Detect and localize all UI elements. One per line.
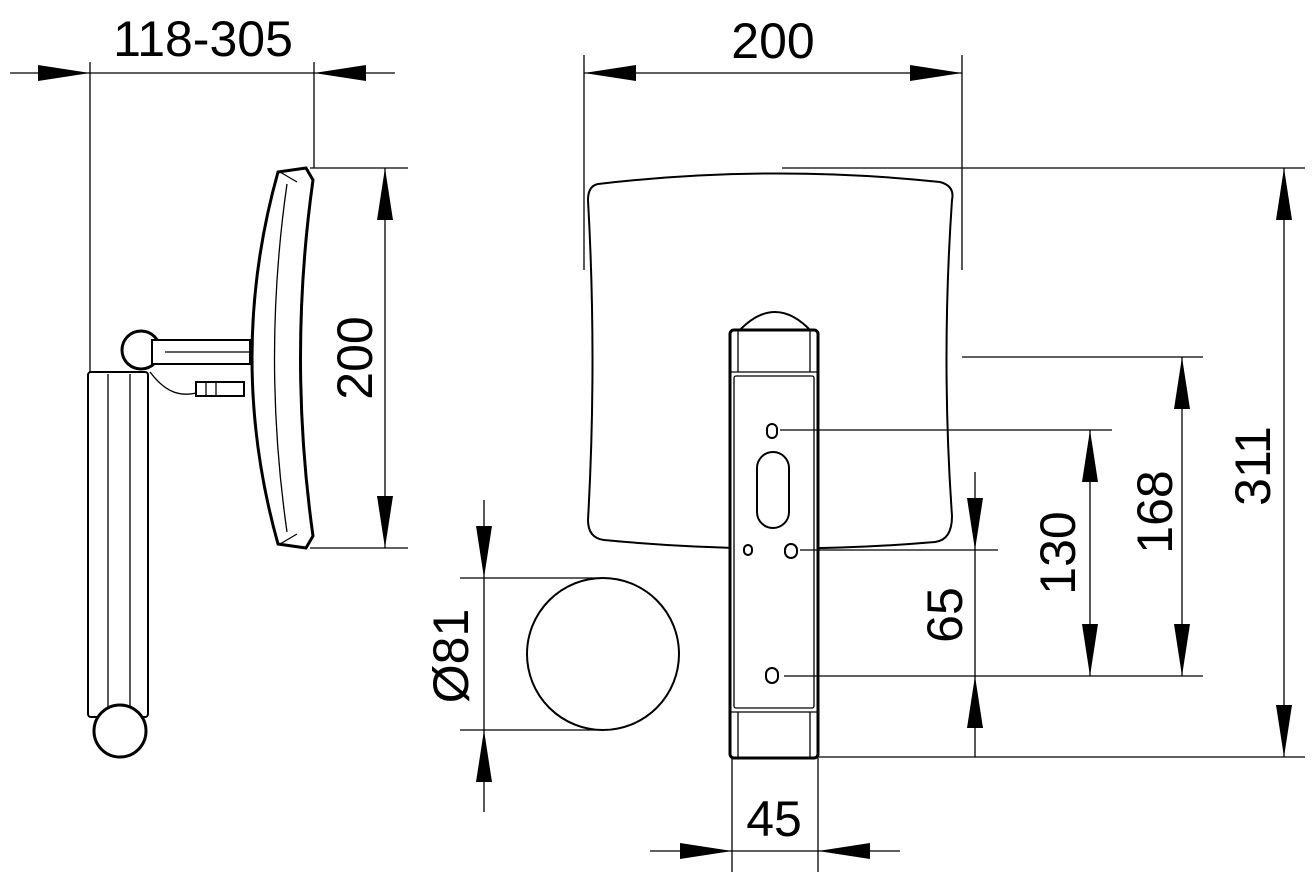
front-view bbox=[586, 172, 954, 760]
front-hole-mid-left bbox=[743, 544, 753, 556]
dim-front-width: 200 bbox=[583, 13, 963, 270]
dim-projection-label: 118-305 bbox=[113, 11, 293, 67]
front-hole-bottom bbox=[765, 667, 779, 684]
dim-bracket-width-label: 45 bbox=[746, 791, 802, 847]
dim-130: 130 bbox=[780, 429, 1112, 676]
dim-overall-height: 311 bbox=[782, 167, 1305, 758]
side-bottom-knob bbox=[92, 703, 148, 759]
dim-overall-height-label: 311 bbox=[1225, 426, 1281, 506]
front-bracket bbox=[728, 328, 820, 760]
side-wall-bar bbox=[87, 371, 149, 718]
dim-130-label: 130 bbox=[1030, 511, 1086, 594]
dim-projection: 118-305 bbox=[10, 11, 395, 372]
dim-168-label: 168 bbox=[1127, 470, 1183, 553]
dim-front-width-label: 200 bbox=[731, 13, 814, 69]
side-mirror-profile bbox=[250, 166, 315, 550]
dim-diameter: Ø81 bbox=[423, 500, 603, 812]
front-hole-mid-right bbox=[784, 543, 798, 559]
side-cable-connector bbox=[195, 381, 245, 397]
dim-side-height: 200 bbox=[310, 167, 408, 549]
dim-side-height-label: 200 bbox=[327, 316, 383, 399]
dim-diameter-label: Ø81 bbox=[423, 609, 479, 704]
wall-rosette bbox=[526, 577, 680, 731]
front-hole-top bbox=[766, 423, 778, 439]
dim-65: 65 bbox=[800, 472, 998, 757]
dim-65-label: 65 bbox=[917, 587, 973, 643]
rosette-circle bbox=[526, 577, 680, 731]
side-view bbox=[87, 166, 315, 759]
front-slot bbox=[756, 451, 790, 529]
dim-bracket-width: 45 bbox=[650, 758, 900, 872]
dim-168: 168 bbox=[784, 356, 1203, 677]
